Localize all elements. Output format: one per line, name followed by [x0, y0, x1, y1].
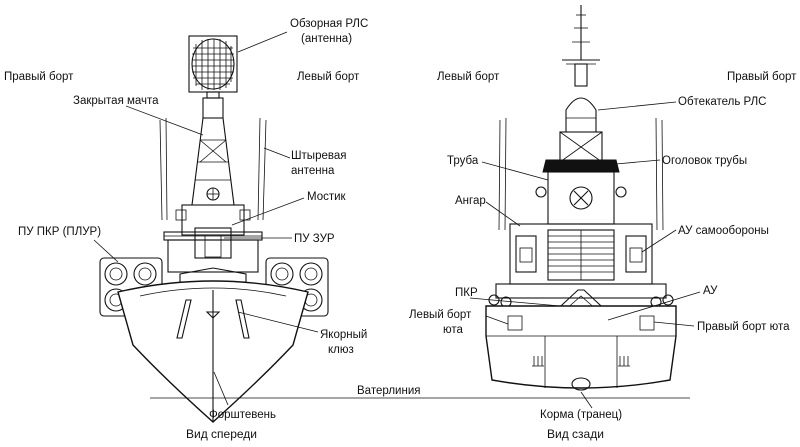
label-starboard-quarterdeck: Правый борт юта — [697, 321, 790, 333]
label-stem: Форштевень — [209, 409, 276, 421]
label-asm-launcher: ПУ ПКР (ПЛУР) — [18, 226, 101, 238]
rear-view-ship — [485, 5, 677, 391]
whip-antennas — [159, 117, 267, 221]
rear-hull — [485, 305, 677, 391]
label-bridge: Мостик — [307, 191, 347, 203]
caption-front-view: Вид спереди — [186, 427, 257, 441]
front-view-ship — [99, 35, 329, 423]
label-asm: ПКР — [455, 287, 478, 299]
label-sam-launcher: ПУ ЗУР — [294, 233, 335, 245]
label-port-quarterdeck-line1: Левый борт — [409, 309, 472, 321]
label-front-port: Левый борт — [297, 71, 360, 83]
caption-rear-view: Вид сзади — [547, 427, 604, 441]
front-labels: Правый борт Левый борт Обзорная РЛС (ант… — [4, 18, 368, 441]
label-gun-mount: АУ — [703, 285, 718, 297]
label-rear-port: Левый борт — [437, 71, 500, 83]
radome — [559, 97, 603, 163]
label-radar-line2: (антенна) — [301, 33, 352, 45]
label-radar-line1: Обзорная РЛС — [290, 18, 368, 30]
label-hawse-line2: клюз — [328, 344, 354, 356]
rear-mast — [562, 5, 600, 87]
rear-labels: Левый борт Правый борт Обтекатель РЛС Тр… — [409, 71, 797, 441]
ciws-right — [625, 235, 647, 273]
hangar — [509, 223, 653, 285]
front-hull — [117, 280, 309, 423]
label-whip-antenna-line2: антенна — [291, 165, 335, 177]
enclosed-mast — [191, 117, 235, 206]
funnel — [535, 159, 627, 225]
label-enclosed-mast: Закрытая мачта — [73, 95, 159, 107]
label-front-starboard: Правый борт — [4, 71, 74, 83]
label-rear-starboard: Правый борт — [727, 71, 797, 83]
ciws-left — [515, 235, 537, 273]
label-funnel-cap: Оголовок трубы — [662, 155, 747, 167]
label-radome: Обтекатель РЛС — [678, 96, 766, 108]
leader-lines — [93, 31, 701, 409]
label-funnel: Труба — [447, 155, 479, 167]
label-hangar: Ангар — [455, 195, 486, 207]
rear-whip-antenna-right — [655, 117, 664, 231]
label-port-quarterdeck-line2: юта — [443, 324, 464, 336]
radar-antenna — [188, 35, 238, 119]
label-waterline: Ватерлиния — [357, 385, 421, 397]
bridge-superstructure — [163, 204, 263, 283]
label-stern: Корма (транец) — [540, 409, 622, 421]
label-hawse-line1: Якорный — [320, 329, 367, 341]
label-ciws: АУ самообороны — [678, 225, 769, 237]
label-whip-antenna-line1: Штыревая — [291, 150, 346, 162]
